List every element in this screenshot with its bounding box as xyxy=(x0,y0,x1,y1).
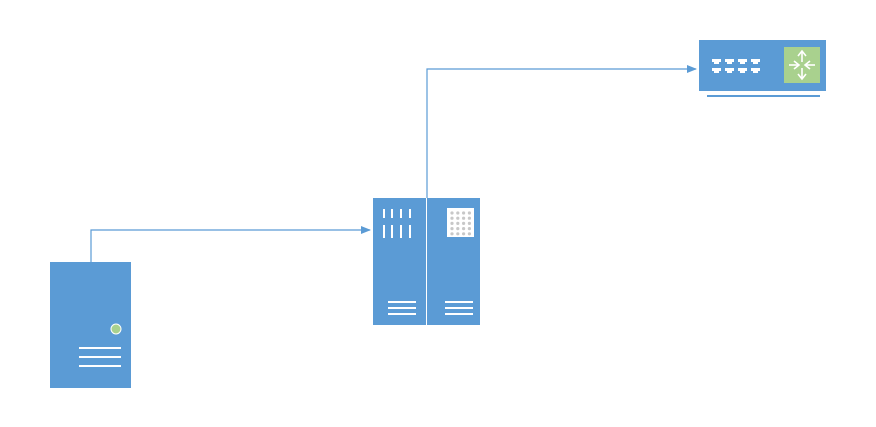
grid-panel xyxy=(447,208,474,237)
switch-arrows-icon xyxy=(789,49,815,81)
port-icon xyxy=(712,59,721,64)
grid-dot xyxy=(467,211,471,215)
grid-dot xyxy=(462,221,466,225)
port-icon xyxy=(712,68,721,73)
port-icon xyxy=(751,59,760,64)
grid-dot xyxy=(450,221,454,225)
grid-dot xyxy=(456,227,460,231)
grid-dot xyxy=(456,211,460,215)
grid-dot xyxy=(462,216,466,220)
port-icon xyxy=(738,59,747,64)
grid-dot xyxy=(467,221,471,225)
grid-dot xyxy=(450,227,454,231)
network-switch-icon[interactable] xyxy=(699,40,826,97)
connector-server-to-rack[interactable] xyxy=(90,226,371,262)
grid-dot xyxy=(450,232,454,236)
port-icon xyxy=(738,68,747,73)
grid-dot xyxy=(450,211,454,215)
connector-rack-to-switch[interactable] xyxy=(426,65,697,198)
port-row xyxy=(712,59,760,73)
grid-dot xyxy=(456,221,460,225)
status-led xyxy=(110,323,122,335)
rack-vent-lines xyxy=(388,301,473,315)
grid-dot xyxy=(462,232,466,236)
server-rack-icon[interactable] xyxy=(373,198,480,325)
grid-dot xyxy=(450,216,454,220)
vent-lines xyxy=(79,347,121,367)
grid-dot xyxy=(456,232,460,236)
drive-bays xyxy=(383,209,411,238)
grid-dot xyxy=(467,232,471,236)
grid-dot xyxy=(467,227,471,231)
grid-dot xyxy=(467,216,471,220)
grid-dot xyxy=(462,211,466,215)
grid-dot xyxy=(462,227,466,231)
port-icon xyxy=(725,68,734,73)
server-tower-icon[interactable] xyxy=(50,262,131,388)
port-icon xyxy=(751,68,760,73)
grid-dot xyxy=(456,216,460,220)
port-icon xyxy=(725,59,734,64)
